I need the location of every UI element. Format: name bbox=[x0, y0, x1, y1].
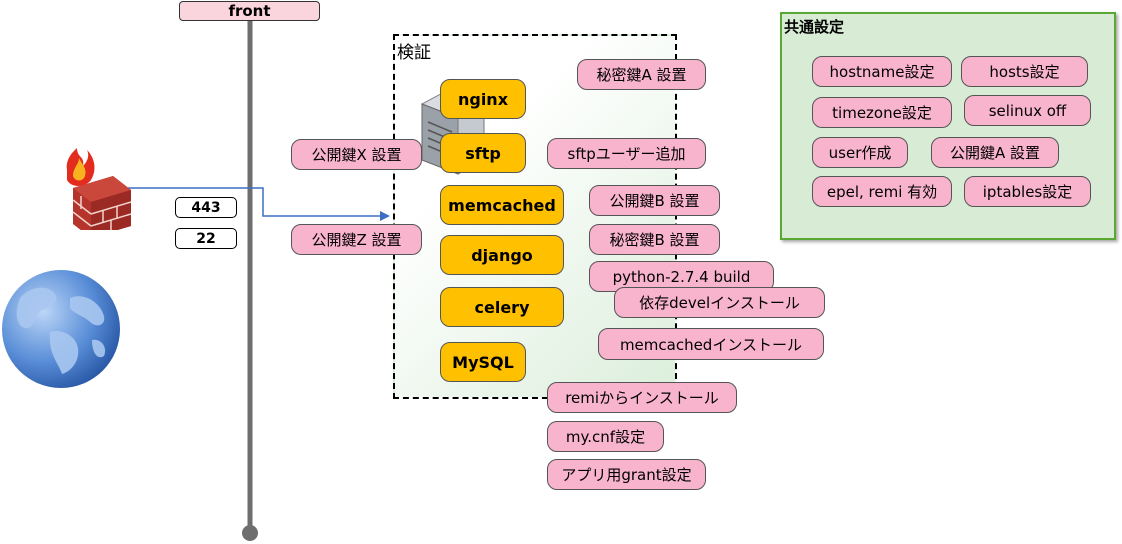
task-sftp-user-add: sftpユーザー追加 bbox=[547, 138, 706, 169]
port-443-label: 443 bbox=[175, 197, 237, 218]
common-hostname: hostname設定 bbox=[812, 56, 952, 87]
task-public-key-x: 公開鍵X 設置 bbox=[291, 139, 422, 170]
task-mycnf: my.cnf設定 bbox=[547, 421, 664, 452]
common-epel-remi: epel, remi 有効 bbox=[812, 176, 952, 207]
service-nginx: nginx bbox=[440, 79, 526, 119]
common-user-create: user作成 bbox=[812, 137, 908, 168]
common-hosts: hosts設定 bbox=[961, 56, 1088, 87]
task-public-key-z: 公開鍵Z 設置 bbox=[291, 224, 422, 255]
common-public-key-a: 公開鍵A 設置 bbox=[931, 137, 1059, 168]
traffic-arrow bbox=[128, 187, 386, 217]
service-django: django bbox=[440, 235, 564, 275]
service-sftp: sftp bbox=[440, 133, 526, 173]
internet-globe-icon bbox=[2, 270, 120, 388]
common-iptables: iptables設定 bbox=[964, 176, 1091, 207]
common-selinux: selinux off bbox=[964, 95, 1091, 126]
common-settings-title: 共通設定 bbox=[784, 18, 845, 36]
service-celery: celery bbox=[440, 287, 564, 327]
service-mysql: MySQL bbox=[440, 342, 526, 382]
service-memcached: memcached bbox=[440, 185, 564, 225]
task-public-key-b: 公開鍵B 設置 bbox=[589, 185, 720, 216]
firewall-icon bbox=[66, 148, 132, 230]
port-22-label: 22 bbox=[175, 228, 237, 249]
traffic-arrowhead bbox=[380, 211, 390, 221]
task-remi-install: remiからインストール bbox=[547, 382, 737, 413]
network-front-label: front bbox=[179, 1, 320, 21]
verify-environment-title: 検証 bbox=[397, 43, 431, 63]
task-secret-key-b: 秘密鍵B 設置 bbox=[589, 224, 720, 255]
task-memcached-install: memcachedインストール bbox=[598, 328, 824, 360]
task-secret-key-a: 秘密鍵A 設置 bbox=[577, 59, 706, 90]
network-line-end bbox=[242, 525, 258, 541]
task-devel-install: 依存develインストール bbox=[614, 287, 825, 318]
common-timezone: timezone設定 bbox=[812, 97, 952, 128]
task-app-grant: アプリ用grant設定 bbox=[547, 459, 706, 490]
